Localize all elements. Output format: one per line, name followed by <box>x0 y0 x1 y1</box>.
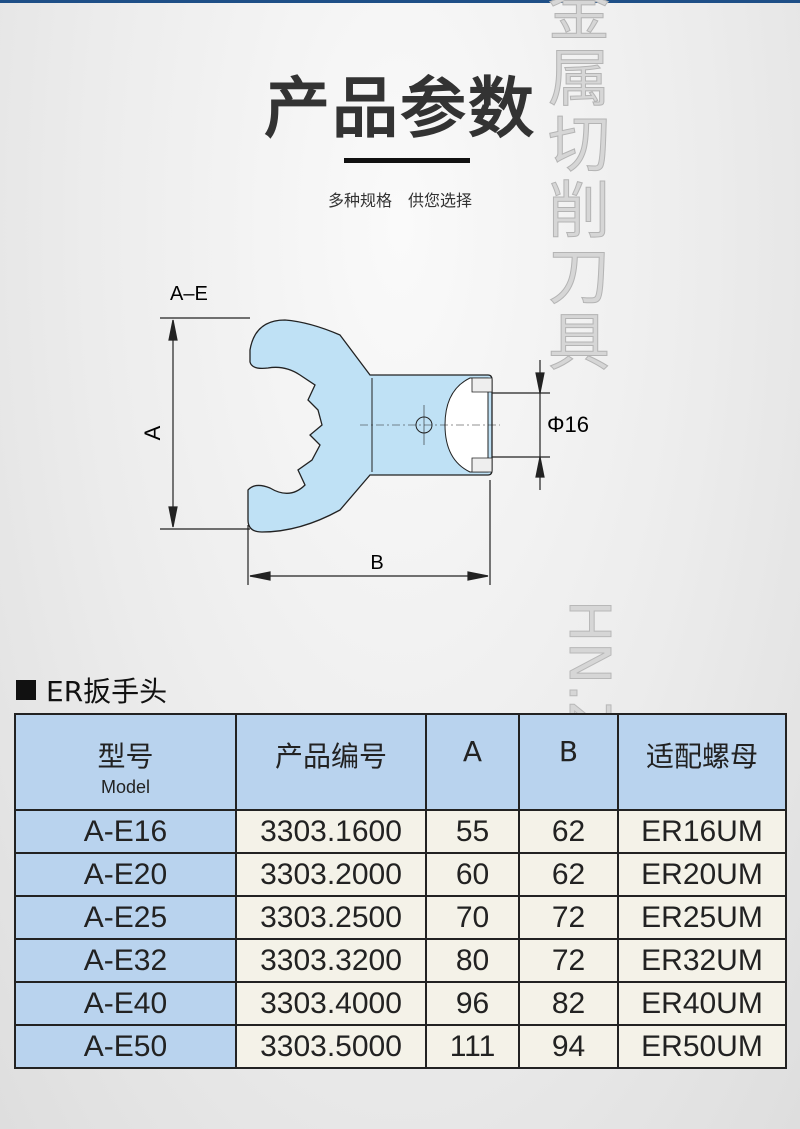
header-nut: 适配螺母 <box>617 713 787 811</box>
cell-product-code: 3303.4000 <box>235 981 427 1026</box>
cell-model: A-E20 <box>14 852 237 897</box>
cell-b: 94 <box>518 1024 619 1069</box>
cell-a: 60 <box>425 852 520 897</box>
section-heading: ER扳手头 <box>16 670 167 710</box>
cell-a: 96 <box>425 981 520 1026</box>
cell-nut: ER25UM <box>617 895 787 940</box>
cell-model: A-E40 <box>14 981 237 1026</box>
cell-product-code: 3303.2000 <box>235 852 427 897</box>
header-b: B <box>518 713 619 811</box>
label-a: A <box>140 425 165 440</box>
label-phi: Φ16 <box>547 412 589 437</box>
title-underline <box>344 158 470 163</box>
wrench-part <box>247 319 493 533</box>
cell-a: 80 <box>425 938 520 983</box>
wrench-drawing: A–E A B Φ16 <box>140 283 589 585</box>
cell-a: 70 <box>425 895 520 940</box>
cell-nut: ER32UM <box>617 938 787 983</box>
cell-a: 111 <box>425 1024 520 1069</box>
label-b: B <box>370 552 383 574</box>
cell-model: A-E25 <box>14 895 237 940</box>
cell-product-code: 3303.3200 <box>235 938 427 983</box>
header-model-en: Model <box>100 777 151 797</box>
cell-nut: ER16UM <box>617 809 787 854</box>
cell-product-code: 3303.5000 <box>235 1024 427 1069</box>
cell-model: A-E32 <box>14 938 237 983</box>
header-product-code: 产品编号 <box>235 713 427 811</box>
cell-b: 82 <box>518 981 619 1026</box>
cell-a: 55 <box>425 809 520 854</box>
cell-model: A-E16 <box>14 809 237 854</box>
header-model-zh: 型号 <box>97 740 154 773</box>
cell-b: 62 <box>518 852 619 897</box>
square-bullet-icon <box>16 680 36 700</box>
cell-b: 62 <box>518 809 619 854</box>
table-header-row: 型号 Model 产品编号 A B 适配螺母 <box>14 713 787 811</box>
cell-nut: ER50UM <box>617 1024 787 1069</box>
cell-model: A-E50 <box>14 1024 237 1069</box>
section-title: ER扳手头 <box>46 675 168 708</box>
cell-product-code: 3303.2500 <box>235 895 427 940</box>
watermark-vertical: 金属切削刀具 <box>548 0 611 379</box>
top-border <box>0 0 800 3</box>
cell-product-code: 3303.1600 <box>235 809 427 854</box>
page-title: 产品参数 <box>264 70 536 147</box>
label-ae: A–E <box>170 283 208 305</box>
cell-nut: ER20UM <box>617 852 787 897</box>
cell-nut: ER40UM <box>617 981 787 1026</box>
cell-b: 72 <box>518 938 619 983</box>
cell-b: 72 <box>518 895 619 940</box>
page-subtitle: 多种规格 供您选择 <box>327 191 472 210</box>
header-model: 型号 Model <box>14 713 237 811</box>
header-a: A <box>425 713 520 811</box>
